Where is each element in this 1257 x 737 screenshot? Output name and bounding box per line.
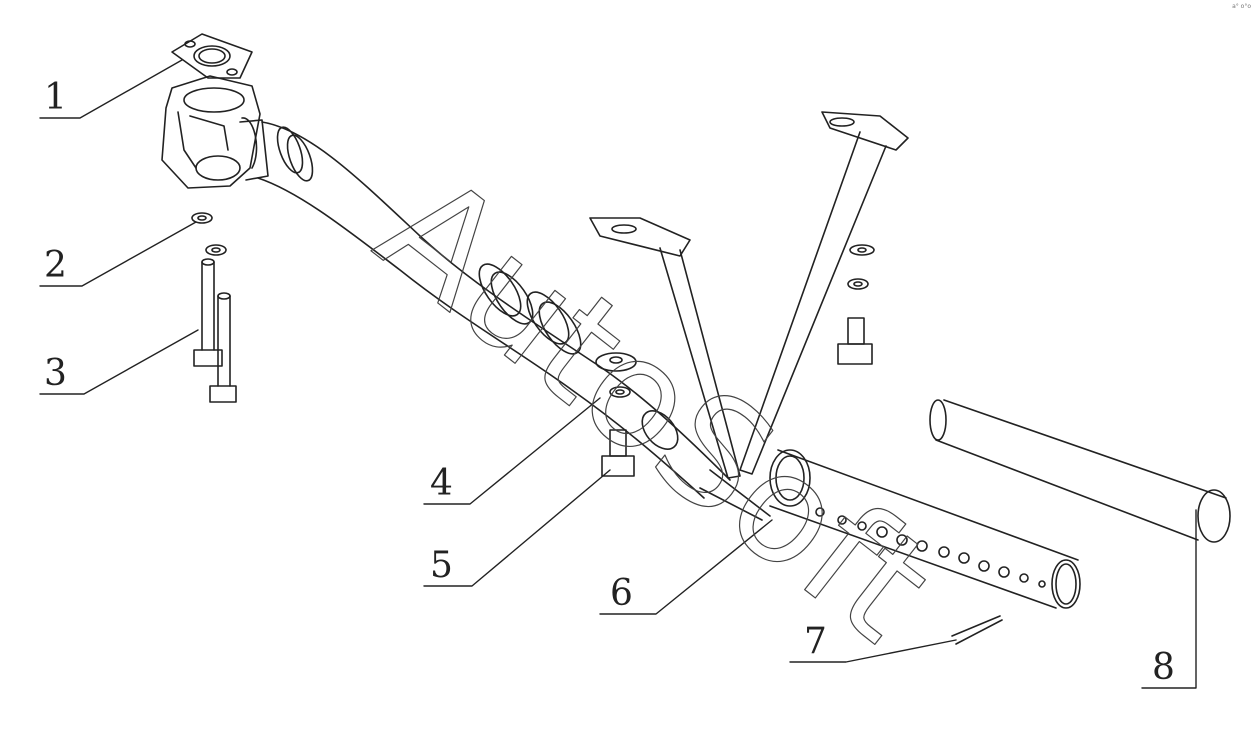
corner-mark: a° o°o xyxy=(1232,3,1251,10)
part-2-washers xyxy=(191,212,875,290)
watermark: AutoSoft xyxy=(347,141,963,676)
part-4-washers xyxy=(595,352,637,398)
watermark-text: AutoSoft xyxy=(348,141,963,675)
callout-8: 8 xyxy=(1152,647,1175,688)
callout-3: 3 xyxy=(44,353,67,394)
callout-1: 1 xyxy=(44,77,67,118)
callout-5: 5 xyxy=(430,545,453,586)
part-8-tube xyxy=(929,399,1231,543)
exhaust-pipe-main xyxy=(257,121,731,499)
callout-7: 7 xyxy=(804,621,827,662)
callout-leaders xyxy=(39,59,1197,689)
part-1-flange-gasket xyxy=(171,33,253,79)
tailpipe-holes xyxy=(815,507,1046,588)
part-7-pin xyxy=(951,615,1003,645)
part-3-bolts xyxy=(193,258,237,403)
callout-6: 6 xyxy=(610,573,633,614)
callout-4: 4 xyxy=(430,463,453,504)
support-bracket xyxy=(589,111,909,521)
tailpipe-perforated xyxy=(769,449,1081,609)
exhaust-joint-head xyxy=(161,75,269,189)
callout-2: 2 xyxy=(44,245,67,286)
part-5-nuts xyxy=(601,317,873,477)
